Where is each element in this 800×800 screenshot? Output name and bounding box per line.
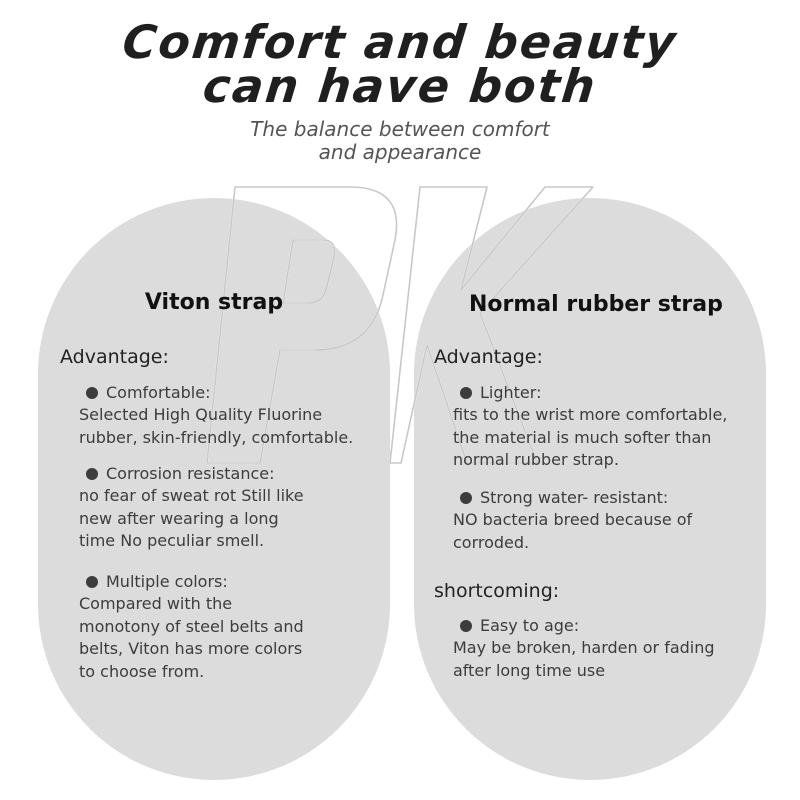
shortcoming-label: shortcoming: xyxy=(434,580,560,602)
left-item-3-head: Multiple colors: xyxy=(86,572,228,591)
bullet-icon xyxy=(460,620,472,632)
rubber-strap-title: Normal rubber strap xyxy=(469,292,723,317)
headline-line-2: can have both xyxy=(200,59,600,113)
bullet-icon xyxy=(86,387,98,399)
left-item-1-body: Selected High Quality Fluorine rubber, s… xyxy=(79,405,354,447)
left-advantage-label: Advantage: xyxy=(60,346,169,368)
right-item-3-body: May be broken, harden or fading after lo… xyxy=(453,638,715,680)
left-item-2-body: no fear of sweat rot Still like new afte… xyxy=(79,486,304,550)
right-advantage-label: Advantage: xyxy=(434,346,543,368)
bullet-icon xyxy=(86,576,98,588)
bullet-icon xyxy=(86,468,98,480)
viton-strap-title: Viton strap xyxy=(144,290,284,315)
right-item-1-head: Lighter: xyxy=(460,383,541,402)
left-item-1-head: Comfortable: xyxy=(86,383,210,402)
right-item-1-body: fits to the wrist more comfortable, the … xyxy=(453,405,728,469)
left-item-2-head: Corrosion resistance: xyxy=(86,464,275,483)
subtitle-line-2: and appearance xyxy=(318,140,482,164)
right-item-2-body: NO bacteria breed because of corroded. xyxy=(453,510,693,552)
subtitle-line-1: The balance between comfort xyxy=(250,117,550,141)
right-item-2-head: Strong water- resistant: xyxy=(460,488,668,507)
bullet-icon xyxy=(460,387,472,399)
bullet-icon xyxy=(460,492,472,504)
left-item-3-body: Compared with the monotony of steel belt… xyxy=(79,594,304,681)
right-item-3-head: Easy to age: xyxy=(460,616,579,635)
